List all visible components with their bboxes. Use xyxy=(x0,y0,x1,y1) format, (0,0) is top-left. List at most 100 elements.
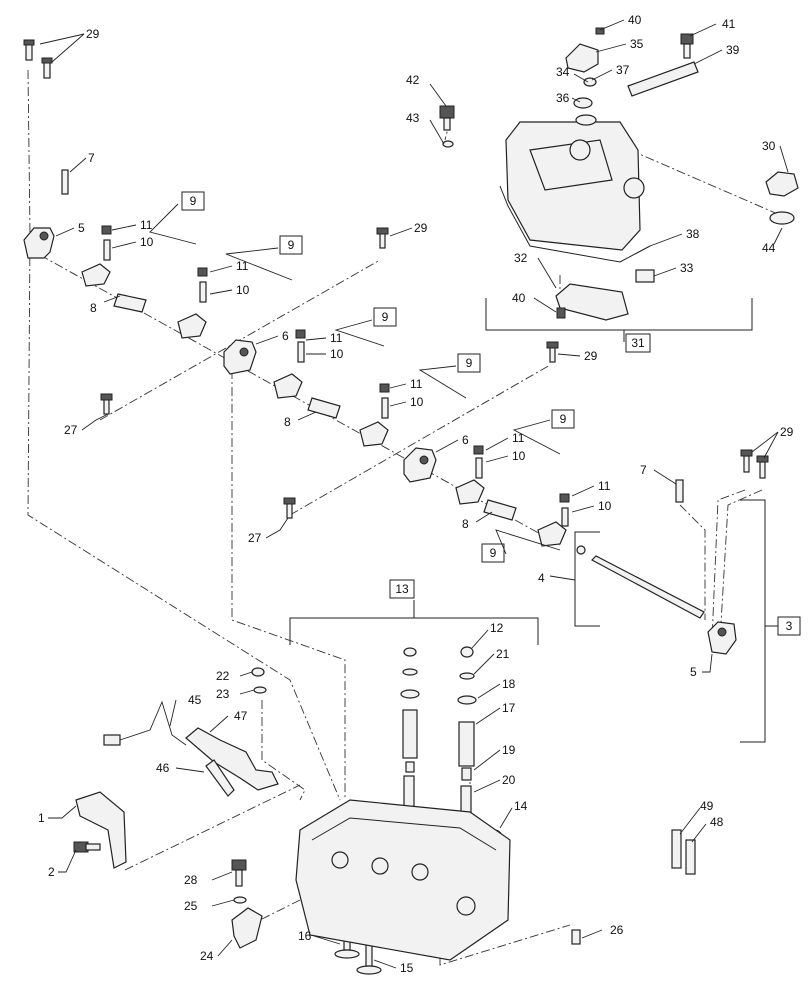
callout-26: 26 xyxy=(610,923,624,937)
callout-10a: 10 xyxy=(140,235,154,249)
adjust-screw-2 xyxy=(199,281,207,303)
nut-11-3 xyxy=(295,329,306,339)
leader-9c xyxy=(334,319,385,347)
shaft-plug xyxy=(576,545,586,555)
bolt-41 xyxy=(683,43,691,59)
callout-10b: 10 xyxy=(236,283,250,297)
callout-9f: 9 xyxy=(490,546,497,560)
boxed-callouts: 9 9 9 9 9 9 13 31 3 xyxy=(181,191,801,636)
callout-10f: 10 xyxy=(598,499,612,513)
bolt-29c-head xyxy=(546,341,559,349)
callout-box-31 xyxy=(625,333,651,353)
callout-46: 46 xyxy=(156,761,170,775)
middle-pedestal-2 xyxy=(403,447,437,483)
callout-15: 15 xyxy=(400,961,414,975)
callout-11e: 11 xyxy=(512,431,525,445)
callout-11d: 11 xyxy=(410,377,423,391)
center-line-left-stud xyxy=(27,69,341,801)
washer-23 xyxy=(253,686,267,694)
bracket-3 xyxy=(740,499,766,743)
callout-9e: 9 xyxy=(560,412,567,426)
leader-23 xyxy=(239,689,255,695)
callout-43: 43 xyxy=(406,111,420,125)
callout-42: 42 xyxy=(406,73,420,87)
valve-head-15 xyxy=(356,965,382,975)
rocker-arm-3 xyxy=(273,373,303,399)
callout-20: 20 xyxy=(502,773,516,787)
rocker-arm-4 xyxy=(359,421,389,447)
leader-10a xyxy=(111,241,137,249)
leader-11a xyxy=(111,224,137,231)
callout-box-9f xyxy=(481,543,505,563)
callout-8b: 8 xyxy=(284,415,291,429)
callout-29b: 29 xyxy=(414,221,428,235)
leader-49 xyxy=(679,807,701,835)
leader-29d-2 xyxy=(763,431,779,459)
leader-1 xyxy=(48,805,77,819)
leader-27a xyxy=(81,413,109,431)
leader-29a-2 xyxy=(51,33,85,63)
seal-34 xyxy=(575,114,597,126)
leader-10f xyxy=(571,505,595,513)
leader-22 xyxy=(239,671,253,677)
callout-box-9d xyxy=(457,353,481,373)
head-port-4 xyxy=(456,896,476,916)
callout-40a: 40 xyxy=(628,13,642,27)
pedestal-bore xyxy=(419,455,429,465)
callout-11a: 11 xyxy=(140,218,153,232)
center-line-bolt-27b xyxy=(289,364,551,516)
callout-45: 45 xyxy=(188,693,202,707)
callout-30: 30 xyxy=(762,139,776,153)
leader-42 xyxy=(429,83,447,107)
spring-retainer-18 xyxy=(457,695,477,705)
oil-deflector-32 xyxy=(555,283,629,321)
breather-port xyxy=(569,139,591,161)
adjust-screw-3 xyxy=(297,341,305,363)
adjust-screw-4 xyxy=(381,397,389,419)
leader-21 xyxy=(473,653,495,675)
callout-5b: 5 xyxy=(690,665,697,679)
callout-38: 38 xyxy=(686,227,700,241)
callout-6b: 6 xyxy=(462,433,469,447)
leader-32 xyxy=(537,257,557,289)
pedestal-bore xyxy=(717,627,727,637)
callout-48: 48 xyxy=(710,815,724,829)
leader-40a xyxy=(599,19,625,31)
leader-29a-1 xyxy=(39,33,85,45)
callout-24: 24 xyxy=(200,949,214,963)
callout-36: 36 xyxy=(556,91,570,105)
leader-45 xyxy=(169,699,177,727)
callout-27a: 27 xyxy=(64,423,78,437)
callout-9a: 9 xyxy=(190,194,197,208)
callout-41: 41 xyxy=(722,17,736,31)
leader-30 xyxy=(779,145,789,173)
valve-spring-17 xyxy=(458,721,475,767)
callout-3: 3 xyxy=(786,619,793,633)
valve-keeper-a xyxy=(402,668,418,676)
bolt-29b-head xyxy=(376,227,389,235)
oil-fill-port xyxy=(623,177,645,199)
label-39 xyxy=(627,61,699,97)
rocker-arm-5 xyxy=(455,479,485,505)
bolt-42-head xyxy=(439,105,455,119)
leader-38 xyxy=(649,233,683,247)
leader-11f xyxy=(571,485,595,497)
bolt-27b-head xyxy=(283,497,296,505)
callout-23: 23 xyxy=(216,687,230,701)
callout-11b: 11 xyxy=(236,259,249,273)
leader-8b xyxy=(297,411,317,421)
connector-45 xyxy=(103,734,121,746)
callout-10c: 10 xyxy=(330,347,344,361)
leader-11c xyxy=(305,337,327,341)
bolt-28 xyxy=(235,869,243,887)
callout-27b: 27 xyxy=(248,531,262,545)
leader-28 xyxy=(211,871,233,881)
callout-19: 19 xyxy=(502,743,516,757)
leader-7b xyxy=(653,469,677,485)
lift-bracket-1 xyxy=(75,791,127,869)
leader-33 xyxy=(653,267,677,277)
callout-9c: 9 xyxy=(382,310,389,324)
brackets xyxy=(289,298,778,743)
